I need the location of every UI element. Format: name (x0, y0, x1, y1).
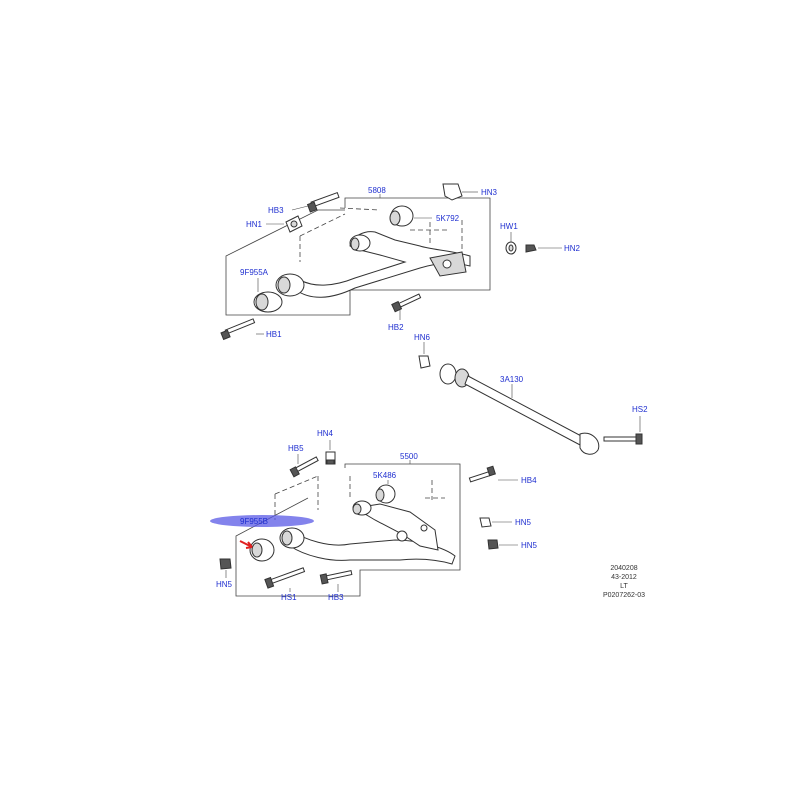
upper-arm-bushing-front[interactable] (253, 291, 283, 313)
label-hn6[interactable]: HN6 (414, 333, 431, 342)
nut-hn5-left[interactable] (219, 558, 232, 570)
lower-arm-bushing-outer (279, 527, 305, 549)
label-hn3[interactable]: HN3 (481, 188, 498, 197)
lower-arm-bushing-5k486[interactable] (375, 484, 396, 504)
nut-hn6[interactable] (418, 355, 431, 369)
lower-arm-frame (235, 463, 461, 597)
bolt-hb3-bottom[interactable] (319, 570, 353, 585)
bolt-hs2[interactable] (603, 433, 643, 445)
upper-control-arm[interactable] (295, 231, 471, 298)
label-hn2[interactable]: HN2 (564, 244, 581, 253)
label-hn5-left[interactable]: HN5 (216, 580, 233, 589)
bolt-hb4[interactable] (468, 465, 496, 483)
nut-hn4[interactable] (325, 451, 336, 465)
tie-rod-3a130[interactable] (439, 363, 600, 455)
label-hn1[interactable]: HN1 (246, 220, 263, 229)
nut-hn5-right-upper[interactable] (479, 517, 492, 528)
label-5k486[interactable]: 5K486 (373, 471, 397, 480)
label-3a130[interactable]: 3A130 (500, 375, 524, 384)
bolt-hb5[interactable] (289, 456, 319, 478)
nut-hn5-right-lower[interactable] (487, 539, 499, 550)
label-9f955b[interactable]: 9F955B (240, 517, 268, 526)
reference-code-block: 2040208 43-2012 LT P0207262-03 (603, 565, 645, 599)
washer-hw1[interactable] (505, 241, 517, 255)
label-hb4[interactable]: HB4 (521, 476, 537, 485)
upper-arm-bushing-5k792[interactable] (389, 205, 414, 227)
nut-hn2[interactable] (525, 244, 537, 253)
lower-control-arm[interactable] (289, 529, 456, 565)
nut-hn1[interactable] (285, 215, 303, 233)
bracket-hn3[interactable] (442, 183, 463, 201)
label-hb5[interactable]: HB5 (288, 444, 304, 453)
label-9f955a[interactable]: 9F955A (240, 268, 269, 277)
red-arrow-icon (239, 540, 253, 549)
lower-arm-upper-link (353, 503, 439, 551)
label-hn4[interactable]: HN4 (317, 429, 334, 438)
label-hb1[interactable]: HB1 (266, 330, 282, 339)
label-5k792[interactable]: 5K792 (436, 214, 460, 223)
label-hw1[interactable]: HW1 (500, 222, 518, 231)
label-hs1[interactable]: HS1 (281, 593, 297, 602)
upper-arm-frame (225, 197, 491, 316)
label-5808[interactable]: 5808 (368, 186, 386, 195)
upper-arm-assembly (220, 183, 562, 341)
part-highlight-9f955b (210, 515, 314, 527)
reference-line-2: 43-2012 (611, 574, 637, 581)
reference-line-4: P0207262-03 (603, 592, 645, 599)
label-5500[interactable]: 5500 (400, 452, 418, 461)
lower-arm-bushing-inner (352, 500, 372, 516)
reference-line-1: 2040208 (610, 565, 637, 572)
label-hb3-top[interactable]: HB3 (268, 206, 284, 215)
lower-arm-bushing-9f955b[interactable] (249, 538, 275, 562)
upper-arm-bushing-rear[interactable] (275, 273, 305, 297)
bolt-hs1[interactable] (264, 567, 306, 589)
label-hs2[interactable]: HS2 (632, 405, 648, 414)
bolt-hb1[interactable] (220, 318, 256, 341)
bolt-hb2[interactable] (391, 293, 422, 313)
label-hn5-right-upper[interactable]: HN5 (515, 518, 532, 527)
bolt-hb3-top[interactable] (306, 191, 340, 213)
upper-arm-bushing-inner (349, 234, 371, 252)
tie-rod-assembly (418, 342, 643, 455)
lower-arm-assembly (219, 440, 518, 597)
label-hb2[interactable]: HB2 (388, 323, 404, 332)
reference-line-3: LT (620, 583, 628, 590)
label-hn5-right-lower[interactable]: HN5 (521, 541, 538, 550)
label-hb3-bottom[interactable]: HB3 (328, 593, 344, 602)
